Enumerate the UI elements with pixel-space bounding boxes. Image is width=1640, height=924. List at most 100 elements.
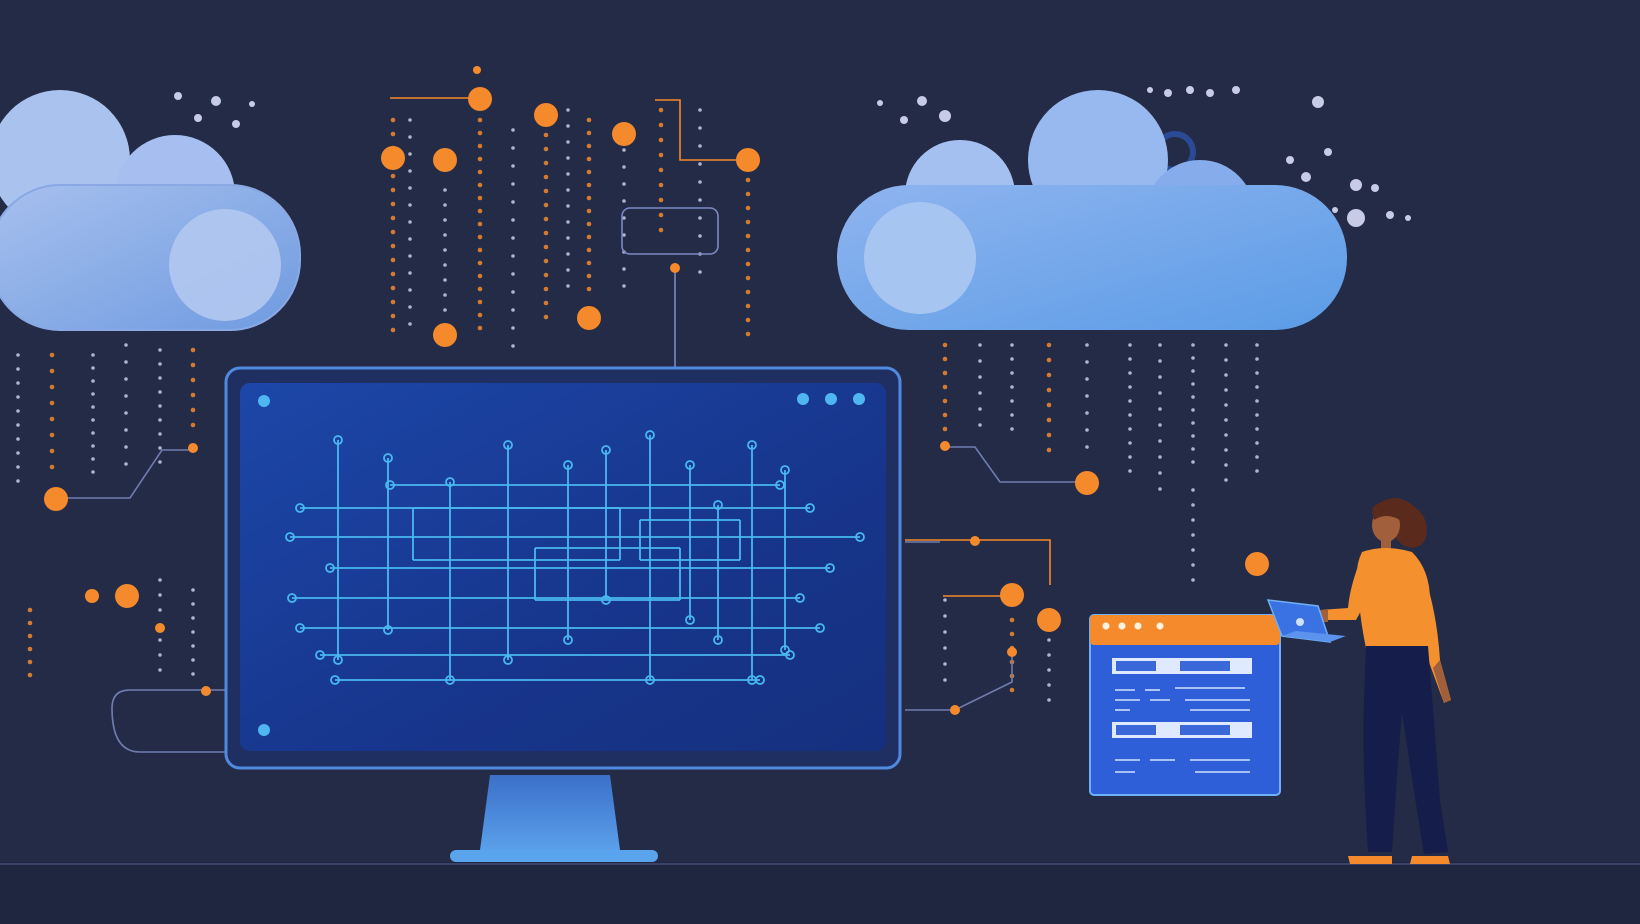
circuit-node bbox=[385, 480, 395, 490]
data-dot bbox=[698, 180, 702, 184]
data-dot bbox=[698, 126, 702, 130]
circuit-node bbox=[780, 645, 790, 655]
data-dot bbox=[158, 418, 162, 422]
data-dot bbox=[622, 165, 626, 169]
data-dot bbox=[566, 172, 570, 176]
data-dot bbox=[1047, 653, 1051, 657]
data-dot bbox=[1010, 357, 1014, 361]
data-dot bbox=[408, 322, 412, 326]
connector-lines bbox=[56, 97, 1085, 753]
data-dot bbox=[408, 118, 412, 122]
circuit-node bbox=[645, 430, 655, 440]
circuit-node bbox=[445, 477, 455, 487]
data-dot bbox=[27, 607, 33, 613]
data-dot bbox=[408, 220, 412, 224]
data-dot bbox=[91, 457, 95, 461]
data-dot bbox=[1386, 211, 1394, 219]
data-dot bbox=[543, 244, 549, 250]
data-dot bbox=[1301, 172, 1311, 182]
data-dot bbox=[443, 248, 447, 252]
orange-nodes bbox=[44, 66, 1269, 715]
data-dot bbox=[390, 299, 396, 305]
circuit-node bbox=[805, 503, 815, 513]
data-dot bbox=[191, 658, 195, 662]
data-dot bbox=[942, 426, 948, 432]
data-dot bbox=[1191, 488, 1195, 492]
data-dot bbox=[943, 598, 947, 602]
data-dot bbox=[1332, 207, 1338, 213]
data-dot bbox=[477, 195, 483, 201]
data-dot bbox=[408, 152, 412, 156]
data-dot bbox=[586, 117, 592, 123]
data-dot bbox=[408, 237, 412, 241]
data-dot bbox=[658, 152, 664, 158]
data-dot bbox=[390, 243, 396, 249]
data-dot bbox=[190, 392, 196, 398]
data-dot bbox=[1147, 87, 1153, 93]
data-dot bbox=[1255, 455, 1259, 459]
data-dot bbox=[1085, 343, 1089, 347]
circuit-node bbox=[287, 593, 297, 603]
circuit-node bbox=[713, 500, 723, 510]
data-dot bbox=[191, 602, 195, 606]
circuit-node bbox=[855, 532, 865, 542]
data-dot bbox=[1085, 394, 1089, 398]
data-dot bbox=[477, 260, 483, 266]
data-dot bbox=[1010, 371, 1014, 375]
data-dot bbox=[586, 247, 592, 253]
data-dot bbox=[1128, 371, 1132, 375]
data-dot bbox=[1128, 399, 1132, 403]
data-dot bbox=[1009, 631, 1015, 637]
circuit-node bbox=[295, 503, 305, 513]
data-dot bbox=[622, 267, 626, 271]
data-dot bbox=[390, 187, 396, 193]
data-dot bbox=[16, 437, 20, 441]
data-dot bbox=[1191, 533, 1195, 537]
data-dot bbox=[586, 208, 592, 214]
data-dot bbox=[1324, 148, 1332, 156]
data-dot bbox=[1405, 215, 1411, 221]
data-dot bbox=[566, 156, 570, 160]
data-dot bbox=[1224, 418, 1228, 422]
data-dot bbox=[511, 164, 515, 168]
data-dot bbox=[1224, 388, 1228, 392]
data-dot bbox=[543, 202, 549, 208]
data-dot bbox=[1371, 184, 1379, 192]
data-dot bbox=[1046, 402, 1052, 408]
data-dot bbox=[390, 117, 396, 123]
data-dot bbox=[477, 156, 483, 162]
data-dot bbox=[745, 275, 751, 281]
data-dot bbox=[1347, 209, 1365, 227]
data-dot bbox=[16, 465, 20, 469]
data-dot bbox=[543, 300, 549, 306]
data-dot bbox=[698, 162, 702, 166]
data-dot bbox=[1158, 455, 1162, 459]
circuit-node bbox=[285, 532, 295, 542]
data-dot bbox=[91, 444, 95, 448]
data-dot bbox=[1255, 385, 1259, 389]
data-dot bbox=[586, 221, 592, 227]
data-dot bbox=[1046, 417, 1052, 423]
circuit-node bbox=[795, 593, 805, 603]
data-dot bbox=[91, 353, 95, 357]
data-dot bbox=[158, 593, 162, 597]
data-dot bbox=[408, 186, 412, 190]
data-dot bbox=[1010, 385, 1014, 389]
data-dot bbox=[586, 143, 592, 149]
data-dot bbox=[477, 299, 483, 305]
data-dot bbox=[16, 451, 20, 455]
data-dot bbox=[543, 146, 549, 152]
data-dot-streams bbox=[16, 86, 1411, 702]
data-dot bbox=[1010, 413, 1014, 417]
data-dot bbox=[1191, 356, 1195, 360]
data-dot bbox=[543, 272, 549, 278]
data-dot bbox=[27, 633, 33, 639]
data-dot bbox=[943, 646, 947, 650]
data-dot bbox=[622, 233, 626, 237]
data-dot bbox=[658, 167, 664, 173]
data-dot bbox=[1010, 399, 1014, 403]
circuit-node bbox=[685, 615, 695, 625]
data-dot bbox=[124, 377, 128, 381]
data-dot bbox=[158, 608, 162, 612]
data-dot bbox=[566, 188, 570, 192]
